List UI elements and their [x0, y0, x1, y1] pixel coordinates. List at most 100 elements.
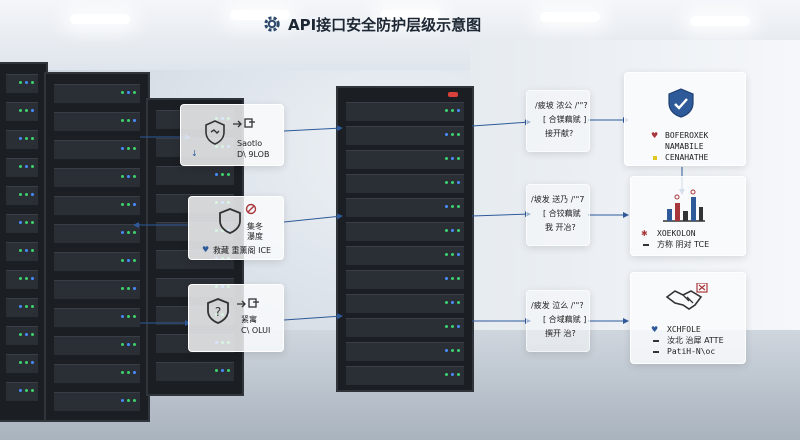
rack-led [445, 373, 448, 376]
rack-led [127, 91, 130, 94]
rack-led [451, 109, 454, 112]
rack-led [25, 277, 28, 280]
rack-unit [6, 242, 38, 261]
rack-led [445, 253, 448, 256]
rack-led [121, 203, 124, 206]
rack-led [127, 231, 130, 234]
rack-led [451, 157, 454, 160]
svg-text:?: ? [215, 305, 221, 319]
rack-led [121, 371, 124, 374]
rack-led [121, 259, 124, 262]
rack-led [451, 277, 454, 280]
rack-led [127, 343, 130, 346]
rack-led [445, 229, 448, 232]
rack-led [445, 277, 448, 280]
rack-unit [346, 150, 464, 169]
rack-led [31, 277, 34, 280]
rack-led [445, 109, 448, 112]
rack-led [19, 333, 22, 336]
rack-led [25, 361, 28, 364]
right-panel-2-line2: 方称 阴对 TCE [657, 240, 710, 249]
rack-led [445, 325, 448, 328]
left-panel-1: Saotlo D\ 9LOB ↓ [180, 104, 284, 166]
rack-unit [6, 326, 38, 345]
right-panel-2-line1: XOEKOLON [657, 229, 696, 238]
rack-led [127, 119, 130, 122]
rack-led [133, 175, 136, 178]
rack-led [25, 165, 28, 168]
rack-led [25, 221, 28, 224]
rack-unit [346, 318, 464, 337]
arrow-center-to-middle-1 [471, 119, 531, 127]
heart-icon: ♥ [202, 245, 210, 254]
rack-unit [156, 362, 234, 381]
middle-panel-3-line3: 撰开 治? [545, 329, 576, 338]
rack-led [121, 91, 124, 94]
rack-led [19, 277, 22, 280]
rack-led [19, 137, 22, 140]
rack-led [31, 249, 34, 252]
rack-unit [54, 364, 140, 383]
rack-led [31, 165, 34, 168]
handshake-icon [665, 283, 708, 310]
rack-led [127, 399, 130, 402]
rack-unit [54, 224, 140, 243]
dash-marker-icon [653, 351, 659, 353]
rack-led [451, 229, 454, 232]
rack-led [133, 287, 136, 290]
right-panel-3-line1: XCHFOLE [667, 325, 701, 334]
rack-unit [6, 102, 38, 121]
ceiling-light [70, 14, 130, 24]
rack-led [451, 253, 454, 256]
rack-led [457, 205, 460, 208]
rack-led [25, 333, 28, 336]
rack-led [31, 221, 34, 224]
rack-led [127, 203, 130, 206]
block-icon [245, 203, 257, 215]
arrow-panel-3-to-center [283, 313, 343, 321]
rack-led [31, 137, 34, 140]
rack-led [221, 369, 224, 372]
rack-unit [6, 298, 38, 317]
rack-led [25, 109, 28, 112]
rack-led [451, 373, 454, 376]
rack-unit [6, 270, 38, 289]
rack-led [457, 181, 460, 184]
left-panel-2-caption: 救藏 重薰阁 ICE [213, 246, 272, 255]
middle-panel-3: /疲发 泣么 /'"? [ 合域藕赋 ] 撰开 治? [526, 290, 590, 352]
rack-led [457, 253, 460, 256]
diagram-title-text: API接口安全防护层级示意图 [288, 15, 482, 34]
rack-led [25, 389, 28, 392]
rack-unit [346, 366, 464, 385]
rack-unit [54, 336, 140, 355]
middle-panel-1-line3: 接开献? [545, 129, 574, 138]
rack-led [19, 389, 22, 392]
ceiling-light [540, 12, 600, 22]
rack-led [457, 109, 460, 112]
rack-led [133, 91, 136, 94]
rack-led [445, 181, 448, 184]
rack-led [133, 315, 136, 318]
left-panel-2-sub: 瀑度 [247, 232, 263, 241]
heart-icon: ♥ [651, 131, 659, 140]
rack-led [19, 305, 22, 308]
rack-unit [346, 222, 464, 241]
arrow-center-to-middle-2 [471, 211, 531, 218]
server-rack [44, 72, 150, 422]
rack-led [25, 193, 28, 196]
rack-led [445, 157, 448, 160]
rack-led [221, 173, 224, 176]
shield-question-icon: ? [207, 298, 229, 324]
rack-unit [346, 246, 464, 265]
middle-panel-2-line2: [ 合铰藕赋 [543, 209, 581, 218]
rack-led [31, 389, 34, 392]
rack-led [133, 231, 136, 234]
left-panel-3: ? 紧寓 C\ OLUI [188, 284, 284, 352]
rack-led [121, 287, 124, 290]
rack-led [31, 81, 34, 84]
rack-led [31, 305, 34, 308]
right-panel-1-line1: BOFEROXEK [665, 131, 709, 140]
shield-check-icon [668, 88, 694, 118]
rack-led [25, 305, 28, 308]
rack-led [457, 349, 460, 352]
